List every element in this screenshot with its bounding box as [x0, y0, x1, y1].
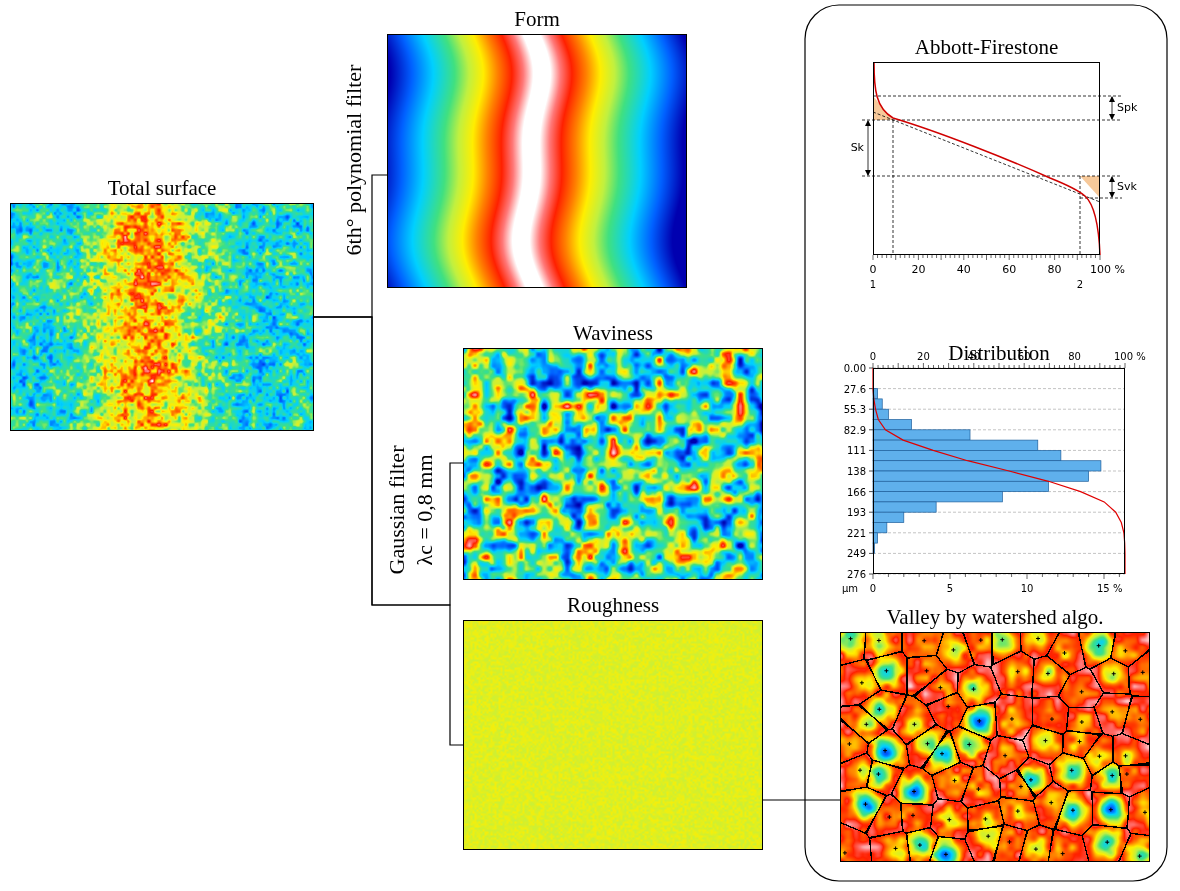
- surface-heatmap: [10, 203, 314, 431]
- axis-tick: 2: [1077, 279, 1083, 290]
- filter-connector: [763, 799, 840, 800]
- axis-tick: 60: [1002, 264, 1016, 276]
- unit-label: µm: [842, 583, 858, 594]
- roughness-map: Roughness: [463, 620, 763, 850]
- axis-tick: 166: [847, 486, 866, 497]
- axis-ticks: [873, 255, 1100, 260]
- axis-tick: 10: [1021, 583, 1034, 594]
- abbott-chart: Abbott-Firestone: [873, 62, 1100, 255]
- axis-tick: 40: [967, 351, 980, 362]
- watershed-map: [840, 632, 1150, 862]
- waviness-map: Waviness: [463, 348, 763, 580]
- axis-tick: 1: [870, 279, 876, 290]
- axis-tick: 0: [870, 351, 876, 362]
- histogram: [869, 363, 1125, 579]
- filter-label: 6th° polynomial filter: [342, 65, 366, 256]
- panel-title: Roughness: [567, 593, 659, 617]
- axis-tick: 0: [870, 264, 877, 276]
- filter-label: Gaussian filter: [385, 446, 409, 575]
- roughness-heatmap: [463, 620, 763, 850]
- axis-tick: 100 %: [1090, 264, 1125, 276]
- parameter-label: Svk: [1117, 181, 1137, 193]
- axis-tick: 249: [847, 548, 866, 559]
- watershed-map: Valley by watershed algo.: [840, 632, 1150, 862]
- results-panel: [805, 5, 1167, 881]
- axis-tick: 27.6: [844, 383, 866, 394]
- waviness-heatmap: [463, 348, 763, 580]
- form-map: Form: [387, 34, 687, 288]
- axis-tick: 20: [917, 351, 930, 362]
- axis-tick: 0.00: [844, 363, 866, 374]
- axis-tick: 80: [1068, 351, 1081, 362]
- abbott-curve: [862, 62, 1122, 255]
- axis-tick: 55.3: [844, 404, 866, 415]
- form-heatmap: [387, 34, 687, 288]
- panel-title: Valley by watershed algo.: [887, 605, 1104, 629]
- panel-title: Total surface: [108, 176, 217, 200]
- axis-tick: 111: [847, 445, 866, 456]
- distribution-chart: Distribution: [873, 368, 1125, 574]
- parameter-label: λc = 0,8 mm: [413, 454, 437, 565]
- axis-tick: 60: [1018, 351, 1031, 362]
- axis-tick: 276: [847, 569, 866, 580]
- axis-tick: 193: [847, 507, 866, 518]
- parameter-label: Sk: [851, 142, 864, 154]
- axis-tick: 5: [947, 583, 953, 594]
- panel-title: Distribution: [948, 341, 1050, 365]
- panel-title: Waviness: [573, 321, 653, 345]
- axis-tick: 15 %: [1097, 583, 1122, 594]
- filter-connector: [314, 317, 463, 605]
- panel-title: Form: [514, 7, 560, 31]
- parameter-label: Spk: [1117, 102, 1137, 114]
- axis-tick: 80: [1048, 264, 1062, 276]
- axis-tick: 138: [847, 466, 866, 477]
- panel-title: Abbott-Firestone: [915, 35, 1058, 59]
- filter-connector: [314, 317, 463, 745]
- axis-tick: 82.9: [844, 424, 866, 435]
- axis-tick: 100 %: [1114, 351, 1146, 362]
- axis-tick: 221: [847, 527, 866, 538]
- surface-map: Total surface: [10, 203, 314, 431]
- axis-tick: 40: [957, 264, 971, 276]
- axis-tick: 0: [870, 583, 876, 594]
- axis-tick: 20: [911, 264, 925, 276]
